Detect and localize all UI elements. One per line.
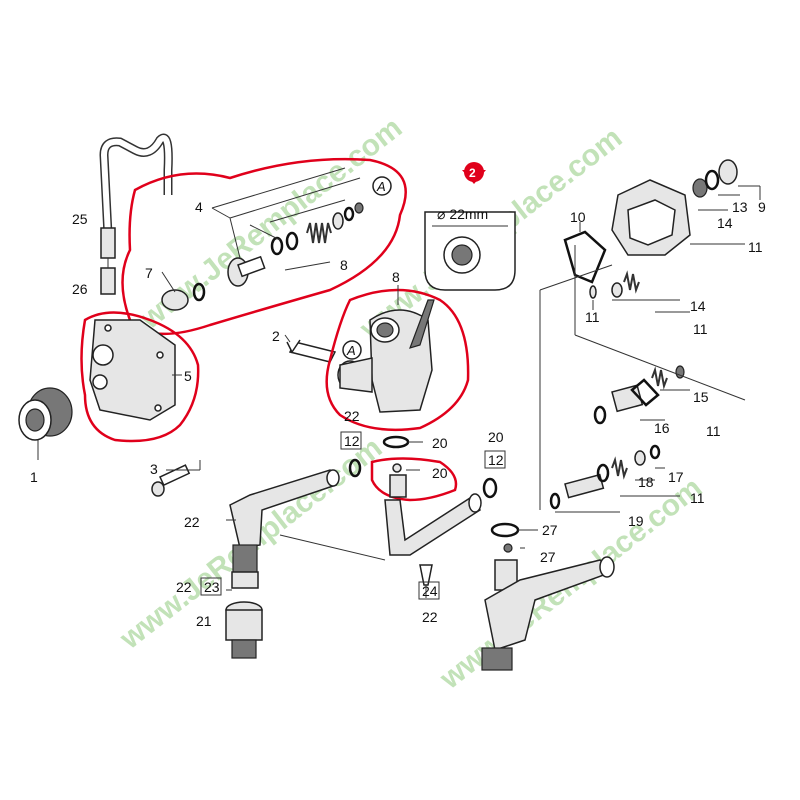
label-22-d: 22 bbox=[422, 609, 438, 625]
label-11-a: 11 bbox=[748, 239, 763, 255]
label-27-b: 27 bbox=[540, 549, 556, 565]
label-10: 10 bbox=[570, 209, 586, 225]
label-11-d: 11 bbox=[706, 423, 721, 439]
middle-pipe bbox=[348, 458, 498, 598]
hose-fitting bbox=[100, 227, 116, 259]
label-23: 23 bbox=[204, 579, 220, 595]
label-26: 26 bbox=[72, 281, 88, 297]
valve-parts-group-4: A bbox=[161, 167, 392, 311]
label-5: 5 bbox=[184, 368, 192, 384]
callout-badge-number: 2 bbox=[469, 166, 476, 180]
label-20-a: 20 bbox=[432, 435, 448, 451]
label-24: 24 bbox=[422, 583, 438, 599]
marker-a-1: A bbox=[376, 179, 386, 194]
leader-lines-11 bbox=[539, 245, 746, 510]
label-12-a: 12 bbox=[344, 433, 360, 449]
label-22-b: 22 bbox=[344, 408, 360, 424]
valve-parts-right bbox=[549, 270, 690, 513]
part-labels: 1 2 3 4 5 7 8 8 9 10 11 11 11 11 11 12 1… bbox=[30, 199, 766, 629]
label-11-e: 11 bbox=[690, 490, 705, 506]
label-12-b: 12 bbox=[488, 452, 504, 468]
oring-20-top bbox=[382, 435, 410, 449]
label-11-b: 11 bbox=[585, 309, 600, 325]
right-pipe-assembly bbox=[481, 522, 615, 671]
label-11-c: 11 bbox=[693, 321, 708, 337]
oring-1 bbox=[270, 236, 284, 256]
label-2: 2 bbox=[272, 328, 280, 344]
callout-dimension: ⌀ 22mm bbox=[437, 206, 488, 222]
label-16: 16 bbox=[654, 420, 670, 436]
label-27-a: 27 bbox=[542, 522, 558, 538]
valve-body-7 bbox=[161, 289, 189, 311]
label-7: 7 bbox=[145, 265, 153, 281]
label-15: 15 bbox=[693, 389, 709, 405]
injector-20 bbox=[389, 463, 420, 498]
label-20-c: 20 bbox=[488, 429, 504, 445]
marker-a-circle-1 bbox=[372, 176, 392, 196]
pump-cover-5 bbox=[89, 319, 176, 421]
highlight-outline-cover-5 bbox=[80, 311, 200, 443]
hose-filter bbox=[100, 267, 116, 295]
label-22-c: 22 bbox=[176, 579, 192, 595]
marker-a-circle-2 bbox=[342, 340, 362, 360]
seal-10 bbox=[563, 222, 607, 310]
label-18: 18 bbox=[638, 474, 654, 490]
bracket-2 bbox=[284, 334, 337, 363]
highlight-outline-pump-head bbox=[325, 288, 470, 432]
label-22-a: 22 bbox=[184, 514, 200, 530]
pump-right-assembly bbox=[611, 159, 761, 256]
label-21: 21 bbox=[196, 613, 212, 629]
label-13: 13 bbox=[732, 199, 748, 215]
oring-2 bbox=[285, 231, 299, 251]
marker-a-2: A bbox=[346, 343, 356, 358]
hose-assembly bbox=[99, 133, 173, 295]
label-8-pump-head: 8 bbox=[392, 269, 400, 285]
quick-connector-1 bbox=[18, 387, 73, 460]
label-boxes bbox=[200, 431, 506, 600]
label-25: 25 bbox=[72, 211, 88, 227]
label-1: 1 bbox=[30, 469, 38, 485]
screw-3 bbox=[151, 460, 201, 497]
highlight-outline-group-4 bbox=[121, 157, 407, 336]
label-20-b: 20 bbox=[432, 465, 448, 481]
label-3: 3 bbox=[150, 461, 158, 477]
label-8-group-4: 8 bbox=[340, 257, 348, 273]
spring-8 bbox=[306, 222, 332, 244]
label-17: 17 bbox=[668, 469, 684, 485]
label-4: 4 bbox=[195, 199, 203, 215]
label-19: 19 bbox=[628, 513, 644, 529]
label-14-b: 14 bbox=[690, 298, 706, 314]
label-14-a: 14 bbox=[717, 215, 733, 231]
left-pipe-assembly bbox=[225, 469, 386, 659]
callout-22mm: 2 ⌀ 22mm bbox=[409, 162, 516, 349]
label-9: 9 bbox=[758, 199, 766, 215]
